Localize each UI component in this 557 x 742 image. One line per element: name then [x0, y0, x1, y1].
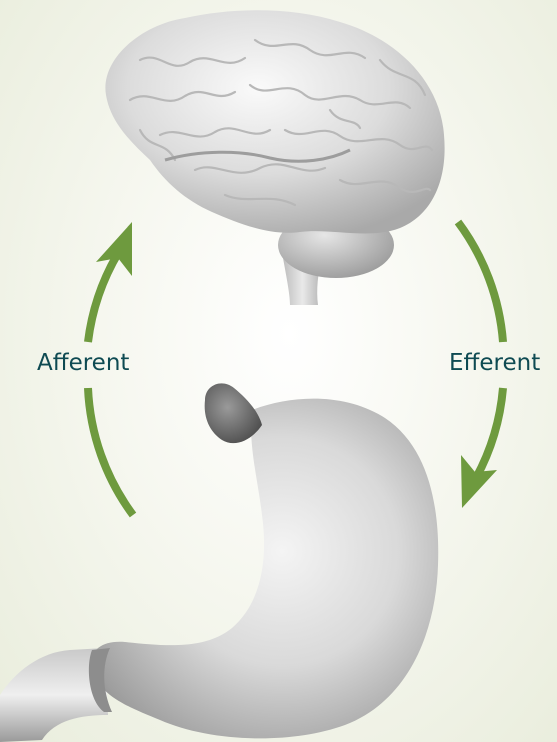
efferent-arrow-upper-segment — [458, 222, 503, 342]
stomach-body — [91, 399, 438, 739]
afferent-arrow-upper-segment — [88, 250, 120, 342]
efferent-arrow-lower-segment — [476, 388, 503, 478]
afferent-label: Afferent — [37, 350, 129, 376]
efferent-label: Efferent — [449, 350, 540, 376]
esophagus — [205, 383, 262, 443]
afferent-arrow-lower-segment — [88, 388, 133, 515]
brain-illustration — [105, 10, 444, 305]
efferent-arrowhead — [461, 455, 497, 508]
stomach-illustration — [0, 383, 438, 742]
